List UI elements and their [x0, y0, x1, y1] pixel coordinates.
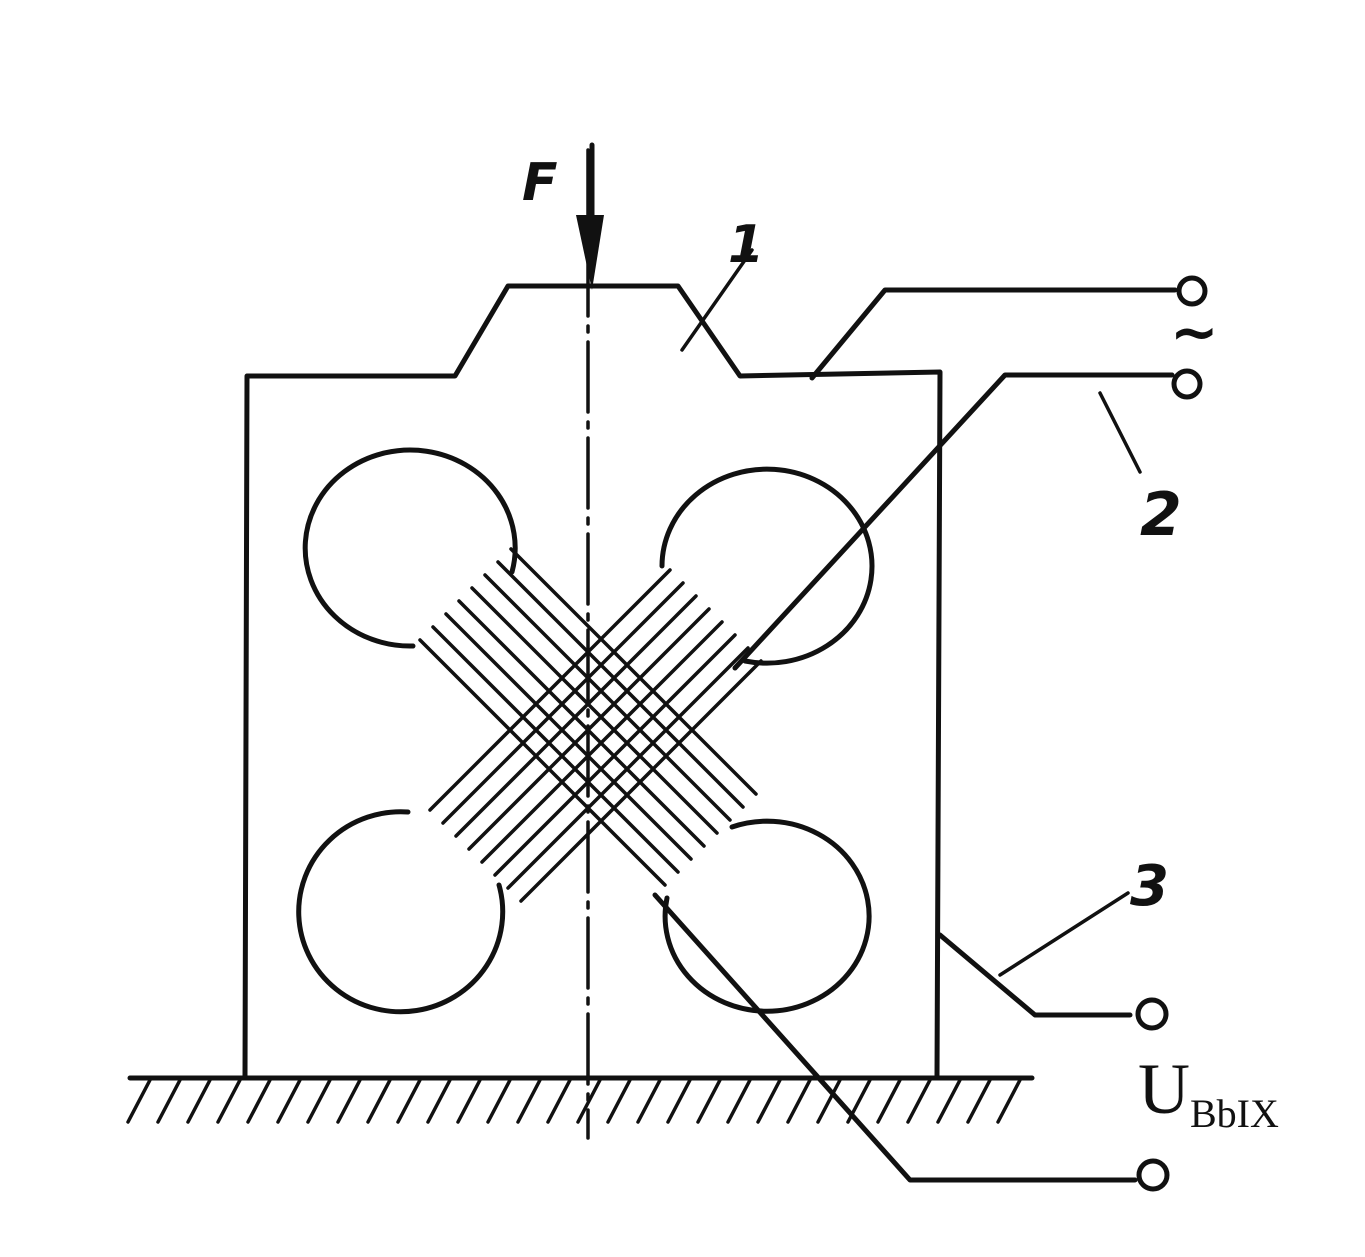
hatch-line [486, 1078, 512, 1124]
hatch-line [936, 1078, 962, 1124]
winding-turn [509, 547, 758, 796]
hatch-line [666, 1078, 692, 1124]
hatch-line [996, 1078, 1022, 1124]
hatch-line [816, 1078, 842, 1124]
force-label: F [522, 153, 558, 213]
winding-turn [457, 599, 706, 848]
hatch-line [126, 1078, 152, 1124]
hatch-line [216, 1078, 242, 1124]
winding-turn [483, 573, 732, 822]
winding-turn [418, 638, 667, 887]
hatch-line [336, 1078, 362, 1124]
hatch-line [726, 1078, 752, 1124]
winding-turn [493, 633, 737, 877]
hatch-line [156, 1078, 182, 1124]
ground-base [126, 1075, 1035, 1124]
hatch-line [906, 1078, 932, 1124]
ground-hatching [126, 1078, 1022, 1124]
terminal-ac-1 [1176, 275, 1208, 307]
terminal-out-1 [1135, 997, 1169, 1031]
output-lead-upper [937, 932, 1133, 1018]
winding-turn [441, 581, 685, 825]
leader-2 [1098, 391, 1142, 474]
hatch-line [876, 1078, 902, 1124]
core-body [242, 283, 943, 1079]
winding-turn [519, 659, 763, 903]
winding-turn [480, 620, 724, 864]
hatch-line [366, 1078, 392, 1124]
winding-turn [431, 625, 680, 874]
force-arrow-head [576, 215, 604, 290]
hatch-line [756, 1078, 782, 1124]
part-label-2: 2 [1140, 480, 1182, 550]
excitation-lead-second [732, 372, 1175, 671]
output-voltage-subscript: BbIX [1190, 1091, 1279, 1136]
winding-turn [506, 646, 750, 890]
hole-bottom-right [662, 818, 872, 1014]
hole-top-right [659, 466, 875, 666]
output-voltage-label: UBbIX [1138, 1049, 1279, 1136]
winding-turn [470, 586, 719, 835]
winding-primary [418, 547, 758, 887]
hatch-line [636, 1078, 662, 1124]
leader-3 [998, 891, 1130, 977]
part-label-3: 3 [1130, 854, 1169, 919]
hatch-line [966, 1078, 992, 1124]
hatch-line [426, 1078, 452, 1124]
core-holes [296, 447, 875, 1015]
hole-top-left [302, 447, 518, 649]
winding-secondary [428, 568, 763, 903]
hatch-line [786, 1078, 812, 1124]
hatch-line [696, 1078, 722, 1124]
hatch-line [276, 1078, 302, 1124]
hatch-line [516, 1078, 542, 1124]
hatch-line [396, 1078, 422, 1124]
terminal-out-2 [1136, 1158, 1170, 1192]
output-lead-lower [652, 892, 1138, 1183]
hatch-line [546, 1078, 572, 1124]
winding-turn [454, 594, 698, 838]
winding-turn [496, 560, 745, 809]
hole-bottom-left [296, 809, 506, 1015]
ac-symbol: ~ [1170, 298, 1219, 366]
terminal-ac-2 [1171, 368, 1203, 400]
hatch-line [456, 1078, 482, 1124]
output-voltage-main: U [1138, 1049, 1190, 1129]
winding-turn [444, 612, 693, 861]
hatch-line [246, 1078, 272, 1124]
leader-1 [680, 248, 754, 352]
hatch-line [186, 1078, 212, 1124]
part-label-1: 1 [728, 215, 764, 275]
hatch-line [306, 1078, 332, 1124]
excitation-lead-top [809, 287, 1178, 381]
winding-turn [428, 568, 672, 812]
hatch-line [606, 1078, 632, 1124]
